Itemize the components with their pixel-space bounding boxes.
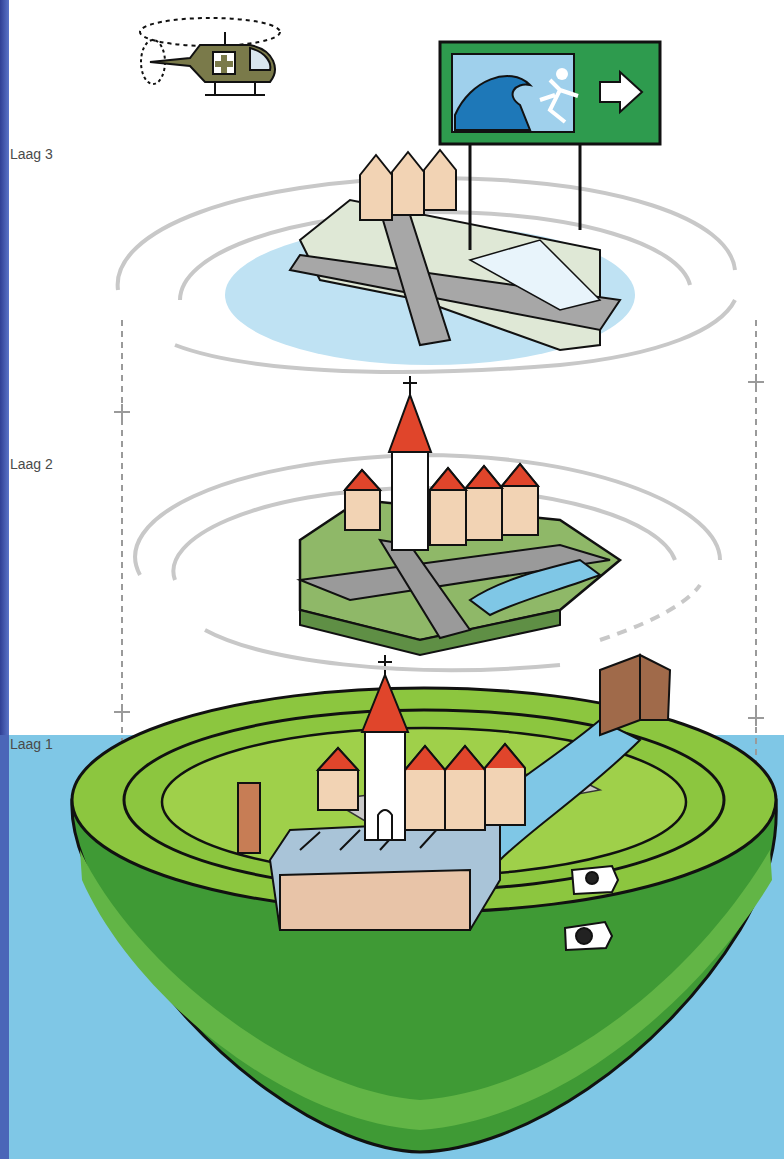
side-strip (0, 735, 9, 1159)
side-strip (0, 0, 9, 1159)
crisis-layer-3 (118, 42, 735, 372)
layer-label: Laag 2 (10, 456, 53, 472)
layer-label: Laag 3 (10, 146, 53, 162)
helicopter (140, 18, 280, 95)
layer-label: Laag 1 (10, 736, 53, 752)
spatial-layer-2 (135, 376, 720, 670)
island-layer-1 (72, 655, 776, 1152)
